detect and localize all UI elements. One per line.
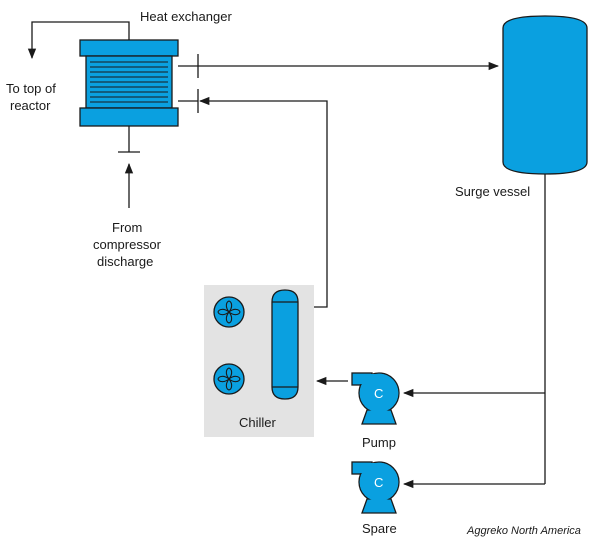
- spare-pump-symbol: C: [374, 475, 383, 490]
- spare-pump: [351, 461, 400, 514]
- chiller-evaporator: [271, 289, 299, 400]
- surge-vessel: [502, 15, 588, 175]
- heat-exchanger-nozzles: [118, 54, 199, 153]
- heat-exchanger: [79, 39, 179, 127]
- from-compressor-label-line2: compressor: [93, 237, 162, 252]
- surge-vessel-outlet-lines: [402, 174, 546, 489]
- chiller-fan-lower: [213, 363, 245, 395]
- chiller-label: Chiller: [239, 415, 277, 430]
- heat-exchanger-tubes: [90, 61, 168, 103]
- to-top-of-reactor-label-line1: To top of: [6, 81, 56, 96]
- credit-text: Aggreko North America: [466, 525, 581, 537]
- to-top-of-reactor-label-line2: reactor: [10, 98, 51, 113]
- from-compressor-label-line3: discharge: [97, 254, 153, 269]
- pump-label: Pump: [362, 435, 396, 450]
- pump: [351, 372, 400, 425]
- spare-pump-label: Spare: [362, 521, 397, 536]
- chiller-fan-upper: [213, 296, 245, 328]
- reactor-return-line: [27, 21, 130, 60]
- surge-vessel-label: Surge vessel: [455, 184, 530, 199]
- from-compressor-label-line1: From: [112, 220, 142, 235]
- chiller-to-exchanger-line: [198, 96, 328, 308]
- heat-exchanger-label: Heat exchanger: [140, 9, 232, 24]
- pump-symbol: C: [374, 386, 383, 401]
